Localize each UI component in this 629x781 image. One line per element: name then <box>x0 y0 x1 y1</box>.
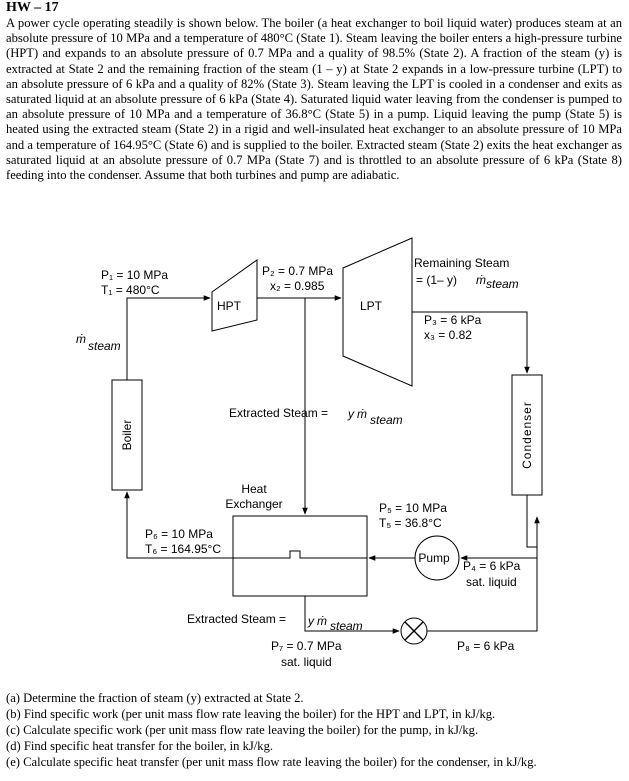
question-d: (d) Find specific heat transfer for the … <box>6 739 274 753</box>
lpt-turbine <box>342 237 413 387</box>
state2-quality: x₂ = 0.985 <box>270 279 325 293</box>
pump-label: Pump <box>418 551 450 565</box>
hx-to-throttle-line <box>304 596 400 634</box>
boiler-box <box>111 379 143 491</box>
remaining-steam-label: Remaining Steam <box>414 256 509 270</box>
question-e: (e) Calculate specific heat transfer (pe… <box>6 755 537 769</box>
state1-pressure: P₁ = 10 MPa <box>101 268 168 282</box>
extracted-y: y <box>347 407 355 421</box>
throttle-to-condenser-line <box>427 516 540 632</box>
state2-pressure: P₂ = 0.7 MPa <box>262 264 333 278</box>
state7-note: sat. liquid <box>281 655 332 669</box>
state8-pressure: P₈ = 6 kPa <box>457 639 515 653</box>
question-c: (c) Calculate specific work (per unit ma… <box>6 723 479 737</box>
extracted2-mdot-sub: steam <box>330 619 363 633</box>
remaining-steam-expression: = (1– y) ṁ steam <box>416 273 519 291</box>
remaining-mdot-sub: steam <box>486 277 519 291</box>
remaining-mdot: ṁ <box>476 273 486 287</box>
hx-to-boiler-line <box>124 491 367 559</box>
extracted-steam-prefix: Extracted Steam = <box>229 406 328 420</box>
throttle-valve-cross-b <box>404 621 424 641</box>
extracted-steam-label-bottom: Extracted Steam = y ṁ steam <box>187 612 363 633</box>
state3-quality: x₃ = 0.82 <box>424 328 472 342</box>
mdot-subscript: steam <box>88 339 121 353</box>
remaining-steam-prefix: = (1– y) <box>416 273 457 287</box>
condenser-to-pump-line <box>460 495 538 561</box>
state5-pressure: P₅ = 10 MPa <box>379 501 447 515</box>
state4-pressure: P₄ = 6 kPa <box>463 559 521 573</box>
hpt-label: HPT <box>217 299 242 313</box>
extracted2-mdot: ṁ <box>317 614 327 628</box>
state3-pressure: P₃ = 6 kPa <box>424 313 482 327</box>
problem-statement: A power cycle operating steadily is show… <box>6 16 622 183</box>
state5-temperature: T₅ = 36.8°C <box>379 516 442 530</box>
state4-note: sat. liquid <box>466 575 517 589</box>
question-list: (a) Determine the fraction of steam (y) … <box>6 690 626 770</box>
extracted2-steam-prefix: Extracted Steam = <box>187 612 286 626</box>
state7-pressure: P₇ = 0.7 MPa <box>271 639 342 653</box>
condenser-label: Condenser <box>520 401 534 469</box>
extracted-steam-label-top: Extracted Steam = y ṁ steam <box>229 406 403 427</box>
mdot-symbol: ṁ <box>76 332 86 346</box>
state6-pressure: P₆ = 10 MPa <box>145 527 213 541</box>
extracted-mdot-sub: steam <box>370 413 403 427</box>
boiler-to-hpt-line <box>126 295 211 380</box>
hx-label-line2: Exchanger <box>225 497 282 511</box>
question-a: (a) Determine the fraction of steam (y) … <box>6 691 304 705</box>
condenser-box <box>511 374 543 496</box>
homework-title: HW – 17 <box>6 0 59 15</box>
state6-temperature: T₆ = 164.95°C <box>145 542 221 556</box>
lpt-label: LPT <box>360 299 383 313</box>
extracted2-y: y <box>307 614 315 628</box>
mdot-steam-label: ṁ steam <box>76 332 121 353</box>
state1-temperature: T₁ = 480°C <box>101 283 160 297</box>
hpt-turbine <box>211 259 258 332</box>
hx-label-line1: Heat <box>241 482 267 496</box>
lpt-to-condenser-line <box>412 311 530 374</box>
question-b: (b) Find specific work (per unit mass fl… <box>6 707 496 721</box>
extracted-mdot: ṁ <box>357 407 367 421</box>
boiler-label: Boiler <box>120 420 134 451</box>
